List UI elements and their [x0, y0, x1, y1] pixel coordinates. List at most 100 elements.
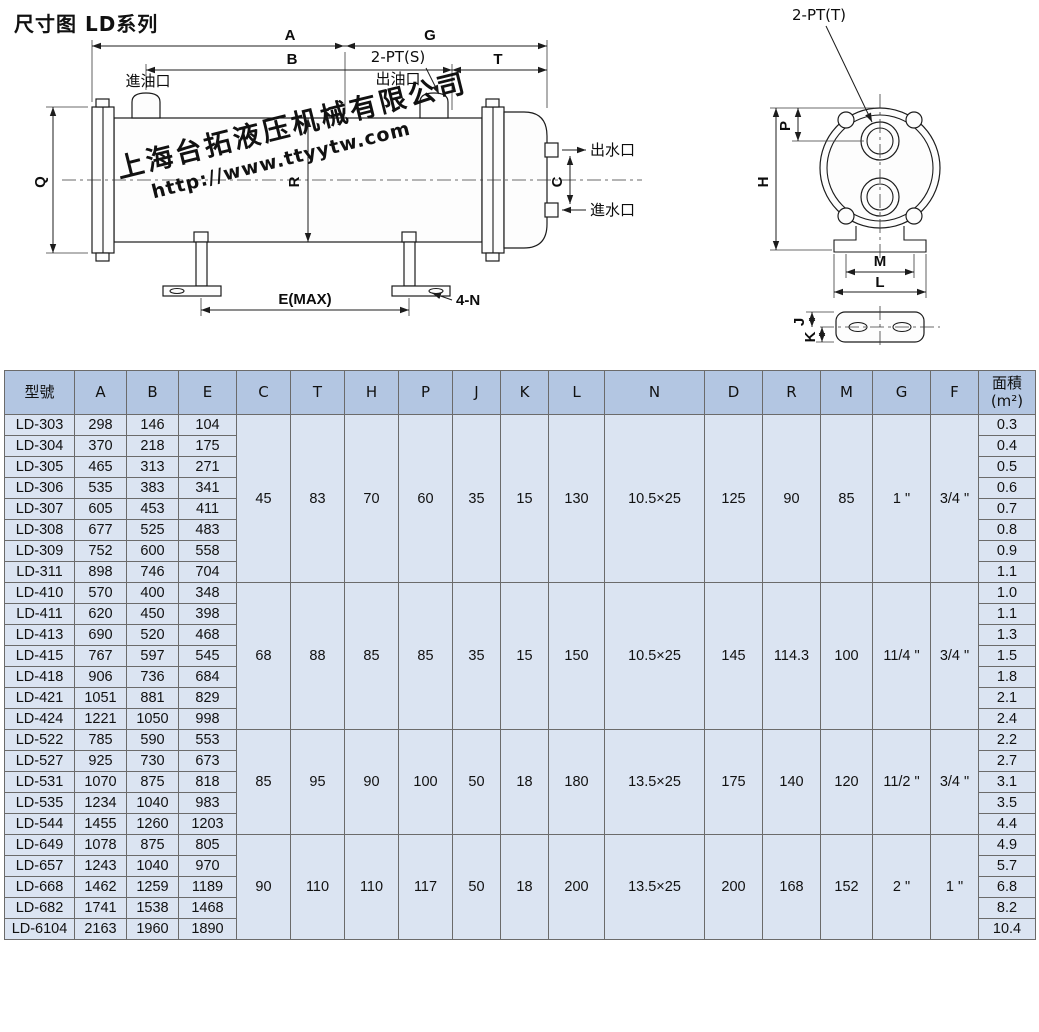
- shared-value-cell: 2 ": [872, 834, 931, 940]
- value-cell: 1050: [126, 708, 179, 730]
- value-cell: 570: [74, 582, 127, 604]
- model-cell: LD-415: [4, 645, 75, 667]
- area-cell: 1.0: [978, 582, 1036, 604]
- shared-value-cell: 18: [500, 729, 549, 835]
- value-cell: 525: [126, 519, 179, 541]
- area-cell: 1.3: [978, 624, 1036, 646]
- model-cell: LD-303: [4, 414, 75, 436]
- dimension-diagram: A G B T 2-PT(S) 出油口 進油口 Q R 出水口 進水口 C: [32, 6, 941, 348]
- model-cell: LD-306: [4, 477, 75, 499]
- model-cell: LD-410: [4, 582, 75, 604]
- water-inlet-label: 進水口: [590, 201, 635, 219]
- value-cell: 818: [178, 771, 237, 793]
- value-cell: 175: [178, 435, 237, 457]
- value-cell: 398: [178, 603, 237, 625]
- value-cell: 450: [126, 603, 179, 625]
- column-header: L: [548, 370, 605, 415]
- column-header: A: [74, 370, 127, 415]
- model-cell: LD-527: [4, 750, 75, 772]
- area-cell: 6.8: [978, 876, 1036, 898]
- page-title: 尺寸图 LD系列: [14, 12, 159, 36]
- value-cell: 785: [74, 729, 127, 751]
- area-cell: 1.8: [978, 666, 1036, 688]
- value-cell: 383: [126, 477, 179, 499]
- area-cell: 8.2: [978, 897, 1036, 919]
- shared-value-cell: 83: [290, 414, 345, 583]
- value-cell: 752: [74, 540, 127, 562]
- shared-value-cell: 13.5×25: [604, 729, 705, 835]
- shared-value-cell: 60: [398, 414, 453, 583]
- area-cell: 0.4: [978, 435, 1036, 457]
- shared-value-cell: 140: [762, 729, 821, 835]
- shared-value-cell: 50: [452, 729, 501, 835]
- shared-value-cell: 114.3: [762, 582, 821, 730]
- value-cell: 104: [178, 414, 237, 436]
- value-cell: 370: [74, 435, 127, 457]
- shared-value-cell: 70: [344, 414, 399, 583]
- value-cell: 998: [178, 708, 237, 730]
- shared-value-cell: 145: [704, 582, 763, 730]
- shared-value-cell: 85: [398, 582, 453, 730]
- value-cell: 1890: [178, 918, 237, 940]
- shared-value-cell: 45: [236, 414, 291, 583]
- area-cell: 0.5: [978, 456, 1036, 478]
- value-cell: 1468: [178, 897, 237, 919]
- four-n-label: 4-N: [456, 292, 480, 309]
- value-cell: 2163: [74, 918, 127, 940]
- diagram-area: 尺寸图 LD系列: [0, 0, 1039, 366]
- shared-value-cell: 100: [820, 582, 873, 730]
- shared-value-cell: 130: [548, 414, 605, 583]
- shared-value-cell: 15: [500, 582, 549, 730]
- side-view: [62, 92, 642, 297]
- value-cell: 348: [178, 582, 237, 604]
- dim-m-label: M: [874, 253, 887, 270]
- shared-value-cell: 85: [344, 582, 399, 730]
- shared-value-cell: 11/4 ": [872, 582, 931, 730]
- shared-value-cell: 1 ": [930, 834, 979, 940]
- model-cell: LD-6104: [4, 918, 75, 940]
- value-cell: 925: [74, 750, 127, 772]
- shared-value-cell: 152: [820, 834, 873, 940]
- value-cell: 453: [126, 498, 179, 520]
- area-cell: 0.3: [978, 414, 1036, 436]
- model-cell: LD-668: [4, 876, 75, 898]
- model-cell: LD-649: [4, 834, 75, 856]
- model-cell: LD-522: [4, 729, 75, 751]
- shared-value-cell: 90: [344, 729, 399, 835]
- dim-c-label: C: [549, 176, 566, 187]
- column-header: F: [930, 370, 979, 415]
- column-header: 面積 (m²): [978, 370, 1036, 415]
- shared-value-cell: 50: [452, 834, 501, 940]
- area-cell: 4.4: [978, 813, 1036, 835]
- model-cell: LD-308: [4, 519, 75, 541]
- value-cell: 1221: [74, 708, 127, 730]
- shared-value-cell: 90: [762, 414, 821, 583]
- value-cell: 898: [74, 561, 127, 583]
- shared-value-cell: 150: [548, 582, 605, 730]
- value-cell: 218: [126, 435, 179, 457]
- model-cell: LD-309: [4, 540, 75, 562]
- value-cell: 1741: [74, 897, 127, 919]
- oil-inlet-label: 進油口: [125, 72, 170, 90]
- value-cell: 600: [126, 540, 179, 562]
- model-cell: LD-421: [4, 687, 75, 709]
- column-header: M: [820, 370, 873, 415]
- column-header: C: [236, 370, 291, 415]
- shared-value-cell: 3/4 ": [930, 414, 979, 583]
- value-cell: 1051: [74, 687, 127, 709]
- model-cell: LD-304: [4, 435, 75, 457]
- dim-l-label: L: [875, 274, 884, 291]
- model-cell: LD-305: [4, 456, 75, 478]
- model-cell: LD-535: [4, 792, 75, 814]
